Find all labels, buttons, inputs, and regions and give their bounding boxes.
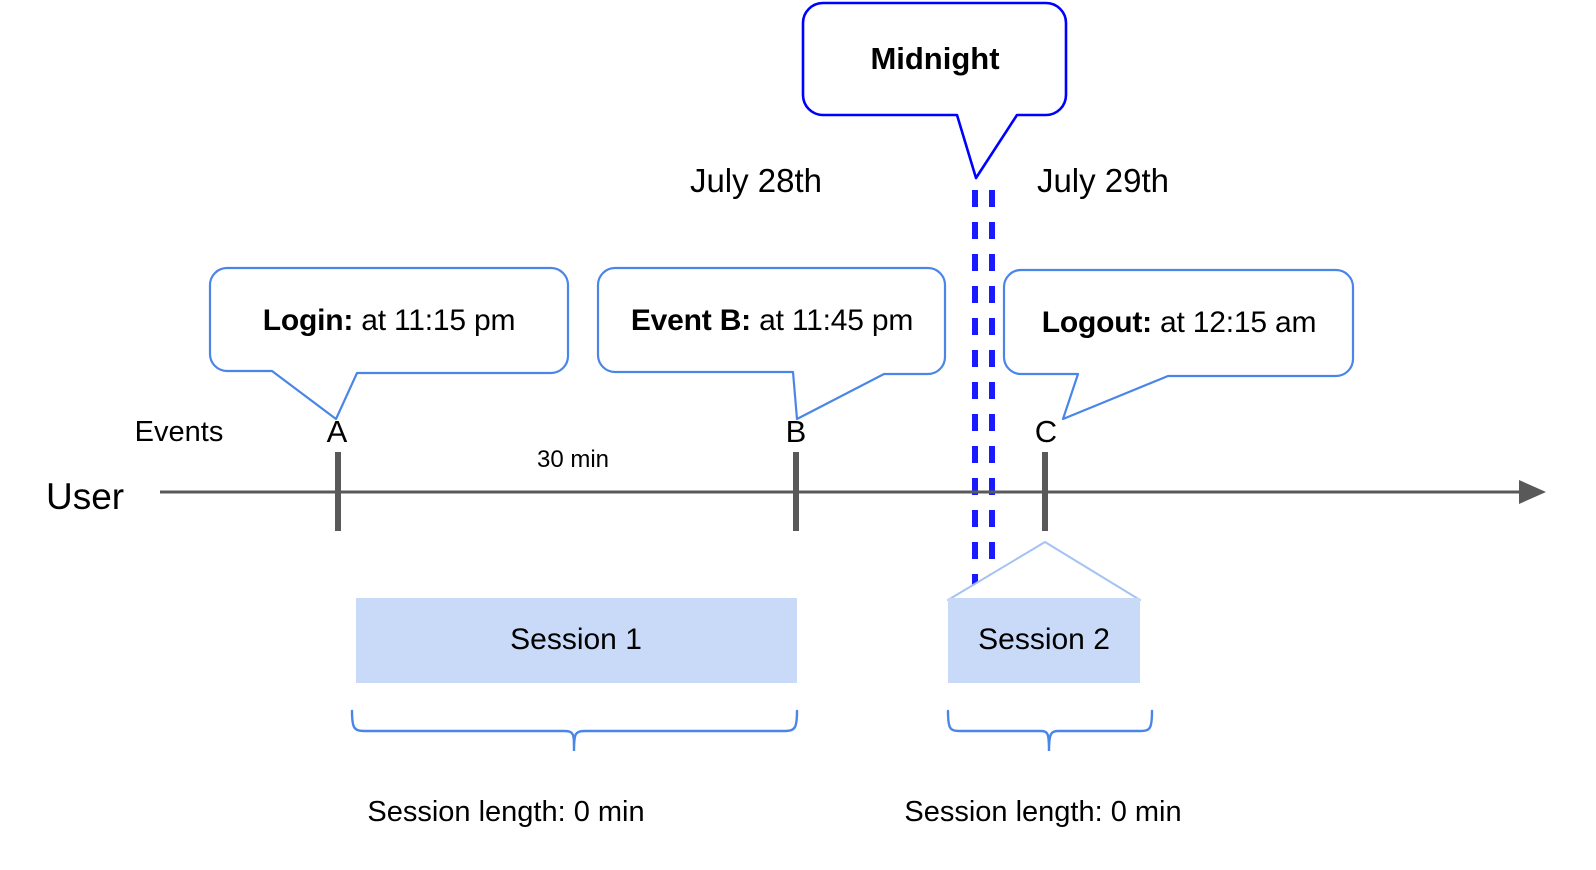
login-callout-rest: at 11:15 pm (353, 304, 516, 337)
session1-label: Session 1 (510, 623, 642, 656)
midnight-callout-shape (801, 1, 1068, 180)
user-row-label: User (46, 476, 125, 517)
event-ticks (335, 452, 1048, 531)
logout-callout-text: Logout: at 12:15 am (1042, 308, 1317, 338)
session2-label: Session 2 (978, 623, 1110, 656)
logout-callout-rest: at 12:15 am (1151, 306, 1317, 339)
events-row-label: Events (134, 416, 224, 448)
session1-length-label: Session length: 0 min (367, 796, 645, 828)
date-label-left: July 28th (689, 162, 823, 199)
session2-roof-shape (947, 541, 1141, 601)
date-label-right: July 29th (1036, 162, 1170, 199)
session2-length-label: Session length: 0 min (904, 796, 1182, 828)
eventb-callout-rest: at 11:45 pm (750, 304, 914, 337)
login-callout-bold: Login: (262, 304, 354, 337)
interval-label-30min: 30 min (536, 446, 610, 473)
midnight-label: Midnight (870, 41, 1000, 76)
event-letter-b: B (785, 414, 807, 449)
login-callout-text: Login: at 11:15 pm (263, 306, 516, 336)
midnight-dashed-lines (972, 190, 995, 586)
event-letter-c: C (1034, 414, 1058, 449)
session2-bracket (946, 709, 1154, 752)
eventb-callout-bold: Event B: (630, 304, 751, 337)
event-letter-a: A (326, 414, 348, 449)
logout-callout-bold: Logout: (1041, 306, 1152, 339)
session1-bracket (350, 709, 799, 752)
login-callout-shape (208, 266, 570, 421)
eventb-callout-text: Event B: at 11:45 pm (631, 306, 913, 336)
logout-callout-shape (1002, 268, 1355, 421)
eventb-callout-shape (596, 266, 947, 421)
